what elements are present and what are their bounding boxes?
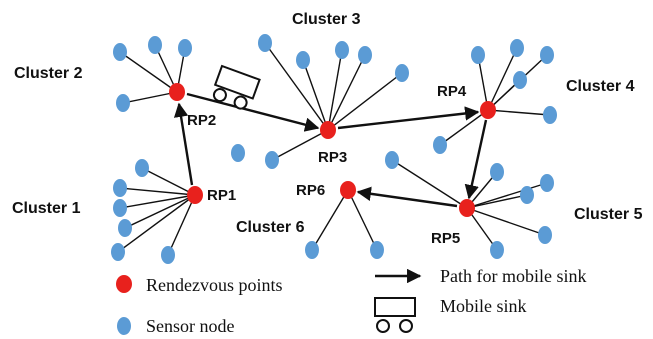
path-rp2-rp3 bbox=[186, 92, 320, 132]
path-rp5-rp6 bbox=[356, 186, 458, 208]
sensor-node bbox=[510, 39, 524, 57]
mobile-sink-icon bbox=[212, 64, 261, 110]
sensor-node bbox=[471, 46, 485, 64]
cluster-6-label: Cluster 6 bbox=[236, 219, 305, 236]
path-rp4-rp5 bbox=[464, 119, 488, 200]
legend-sensor-label: Sensor node bbox=[146, 316, 235, 336]
mobile-sink-path bbox=[173, 92, 488, 208]
sensor-node bbox=[538, 226, 552, 244]
legend-sink-label: Mobile sink bbox=[440, 296, 527, 316]
cluster-4-label: Cluster 4 bbox=[566, 78, 635, 95]
sensor-node bbox=[296, 51, 310, 69]
sensor-node bbox=[520, 186, 534, 204]
sensor-node bbox=[111, 243, 125, 261]
sensor-node bbox=[116, 94, 130, 112]
sensor-node bbox=[540, 174, 554, 192]
rp6-label: RP6 bbox=[296, 182, 325, 199]
legend-sensor-icon bbox=[117, 317, 131, 335]
sensor-node bbox=[161, 246, 175, 264]
sensor-node bbox=[395, 64, 409, 82]
cluster-4-sensors bbox=[433, 39, 557, 154]
cluster-1-links bbox=[117, 167, 196, 256]
sensor-node bbox=[490, 163, 504, 181]
rp2-label: RP2 bbox=[187, 112, 216, 129]
sensor-node bbox=[178, 39, 192, 57]
sensor-node bbox=[135, 159, 149, 177]
sensor-node bbox=[358, 46, 372, 64]
rendezvous-points bbox=[169, 83, 496, 217]
sensor-node bbox=[370, 241, 384, 259]
sensor-node bbox=[540, 46, 554, 64]
cluster-3-links bbox=[264, 42, 403, 161]
sensor-node bbox=[231, 144, 245, 162]
legend-rendezvous-label: Rendezvous points bbox=[146, 275, 283, 295]
legend: Rendezvous points Sensor node Path for m… bbox=[116, 266, 587, 336]
sensor-node bbox=[148, 36, 162, 54]
sensor-node bbox=[265, 151, 279, 169]
cluster-1-sensors bbox=[111, 159, 175, 264]
cluster-2-label: Cluster 2 bbox=[14, 65, 83, 82]
rp1-node bbox=[187, 186, 203, 204]
rp2-node bbox=[169, 83, 185, 101]
legend-mobile-sink-icon bbox=[374, 297, 416, 333]
sensor-node bbox=[543, 106, 557, 124]
cluster-5-label: Cluster 5 bbox=[574, 206, 643, 223]
path-rp3-rp4 bbox=[337, 106, 480, 130]
cluster-3-sensors bbox=[231, 34, 409, 169]
sensor-node bbox=[258, 34, 272, 52]
sensor-node bbox=[433, 136, 447, 154]
cluster-1-label: Cluster 1 bbox=[12, 200, 81, 217]
sensor-node bbox=[305, 241, 319, 259]
legend-path-label: Path for mobile sink bbox=[440, 266, 587, 286]
rp3-label: RP3 bbox=[318, 149, 347, 166]
rp3-node bbox=[320, 121, 336, 139]
cluster-6-links bbox=[311, 189, 378, 251]
rp4-label: RP4 bbox=[437, 83, 467, 100]
sensor-node bbox=[490, 241, 504, 259]
sensor-node bbox=[118, 219, 132, 237]
cluster-5-sensors bbox=[385, 151, 554, 259]
sensor-node bbox=[113, 179, 127, 197]
rp5-label: RP5 bbox=[431, 230, 460, 247]
rp5-node bbox=[459, 199, 475, 217]
sensor-node bbox=[113, 43, 127, 61]
cluster-2-sensors bbox=[113, 36, 192, 112]
sensor-node bbox=[385, 151, 399, 169]
sensor-node bbox=[513, 71, 527, 89]
cluster-3-label: Cluster 3 bbox=[292, 11, 361, 28]
path-rp1-rp2 bbox=[173, 102, 194, 186]
rp4-node bbox=[480, 101, 496, 119]
sensor-node bbox=[113, 199, 127, 217]
cluster-6-sensors bbox=[305, 241, 384, 259]
rp6-node bbox=[340, 181, 356, 199]
sensor-node bbox=[335, 41, 349, 59]
legend-rendezvous-icon bbox=[116, 275, 132, 293]
rp1-label: RP1 bbox=[207, 187, 236, 204]
